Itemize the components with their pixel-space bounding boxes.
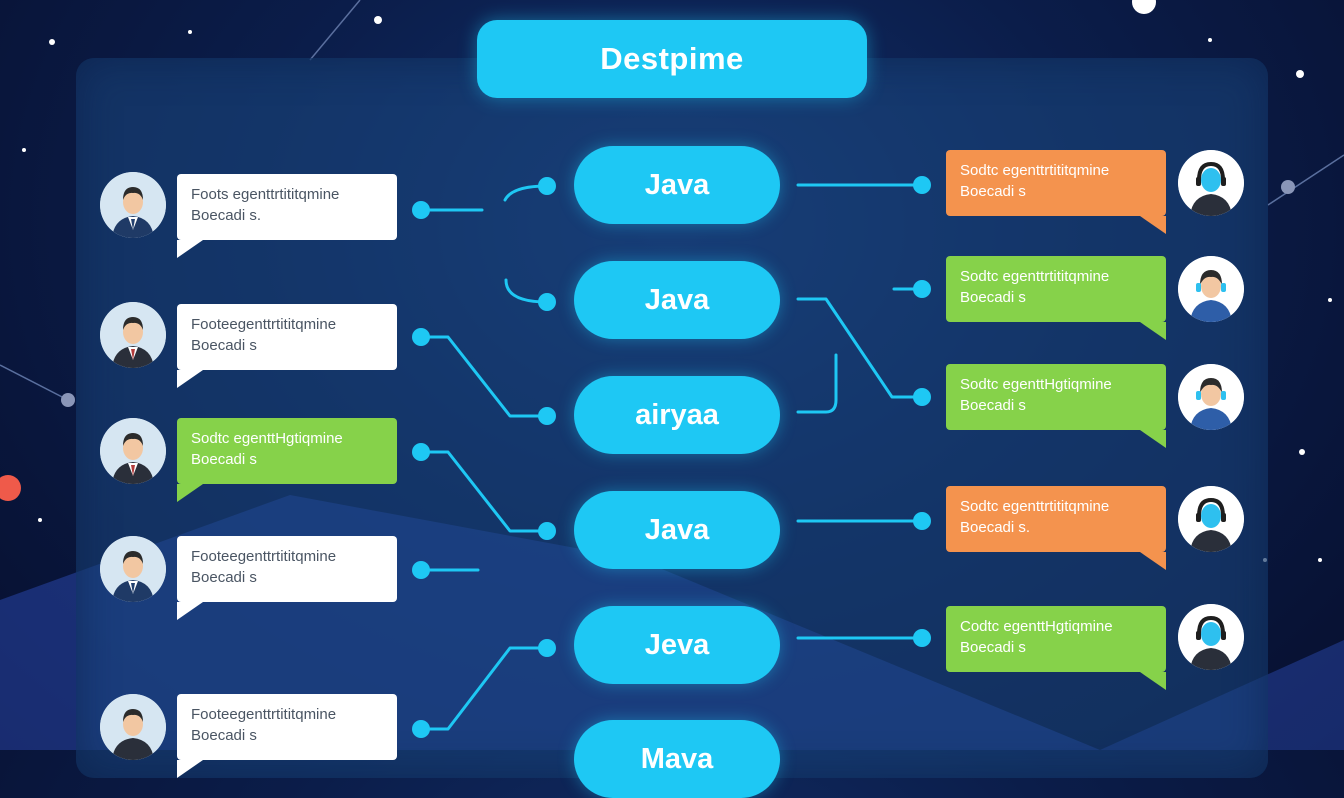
right-message-5: Codtc egenttHgtiqmine Boecadi s xyxy=(946,606,1166,690)
connector-lines xyxy=(412,176,931,738)
businessman-avatar-icon xyxy=(100,536,166,602)
connector-dot xyxy=(538,293,556,311)
right-message-1: Sodtc egenttrtititqmine Boecadi s xyxy=(946,150,1166,234)
connector-dot xyxy=(538,177,556,195)
connector-dot xyxy=(412,201,430,219)
connector-dot xyxy=(538,407,556,425)
right-message-2: Sodtc egenttrtititqmine Boecadi s xyxy=(946,256,1166,340)
connector-dot xyxy=(412,443,430,461)
connector-dot xyxy=(412,720,430,738)
center-node-label: Java xyxy=(644,283,710,316)
connector-dot xyxy=(412,561,430,579)
connector-dot xyxy=(412,328,430,346)
center-node-6[interactable]: Mava xyxy=(574,720,780,798)
left-message-2: Footeegenttrtititqmine Boecadi s xyxy=(177,304,397,388)
center-node-5[interactable]: Jeva xyxy=(574,606,780,684)
diagram-title: Destpime xyxy=(477,20,867,98)
businessman-avatar-icon xyxy=(100,302,166,368)
support-agent-avatar-icon xyxy=(1178,150,1244,216)
connector-dot xyxy=(913,512,931,530)
connector-dot xyxy=(538,639,556,657)
center-node-label: Mava xyxy=(640,742,714,775)
left-message-3: Sodtc egenttHgtiqmine Boecadi s xyxy=(177,418,397,502)
center-node-label: Java xyxy=(644,168,710,201)
left-message-5: Footeegenttrtititqmine Boecadi s xyxy=(177,694,397,778)
connector-left-6 xyxy=(419,646,549,731)
right-message-4: Sodtc egenttrtititqmine Boecadi s. xyxy=(946,486,1166,570)
connector-left-3 xyxy=(419,335,549,418)
center-node-3[interactable]: airyaa xyxy=(574,376,780,454)
businessman-avatar-icon xyxy=(100,418,166,484)
businessman-avatar-icon xyxy=(100,172,166,238)
left-message-4: Footeegenttrtititqmine Boecadi s xyxy=(177,536,397,620)
center-node-label: Java xyxy=(644,513,710,546)
connector-dot xyxy=(913,280,931,298)
left-message-1: Foots egenttrtititqmine Boecadi s. xyxy=(177,174,397,258)
connector-dot xyxy=(913,176,931,194)
connector-right-4 xyxy=(796,353,838,414)
connector-dot xyxy=(913,388,931,406)
support-agent-avatar-icon xyxy=(1178,256,1244,322)
right-message-3: Sodtc egenttHgtiqmine Boecadi s xyxy=(946,364,1166,448)
support-agent-avatar-icon xyxy=(1178,486,1244,552)
connector-dot xyxy=(538,522,556,540)
support-agent-avatar-icon xyxy=(1178,364,1244,430)
center-node-label: Jeva xyxy=(644,628,710,661)
businessman-avatar-icon xyxy=(100,694,166,760)
center-node-2[interactable]: Java xyxy=(574,261,780,339)
center-node-4[interactable]: Java xyxy=(574,491,780,569)
support-agent-avatar-icon xyxy=(1178,604,1244,670)
center-node-1[interactable]: Java xyxy=(574,146,780,224)
connector-left-4 xyxy=(419,450,549,533)
connector-right-3 xyxy=(796,297,924,399)
center-node-label: airyaa xyxy=(635,398,719,431)
connector-dot xyxy=(913,629,931,647)
